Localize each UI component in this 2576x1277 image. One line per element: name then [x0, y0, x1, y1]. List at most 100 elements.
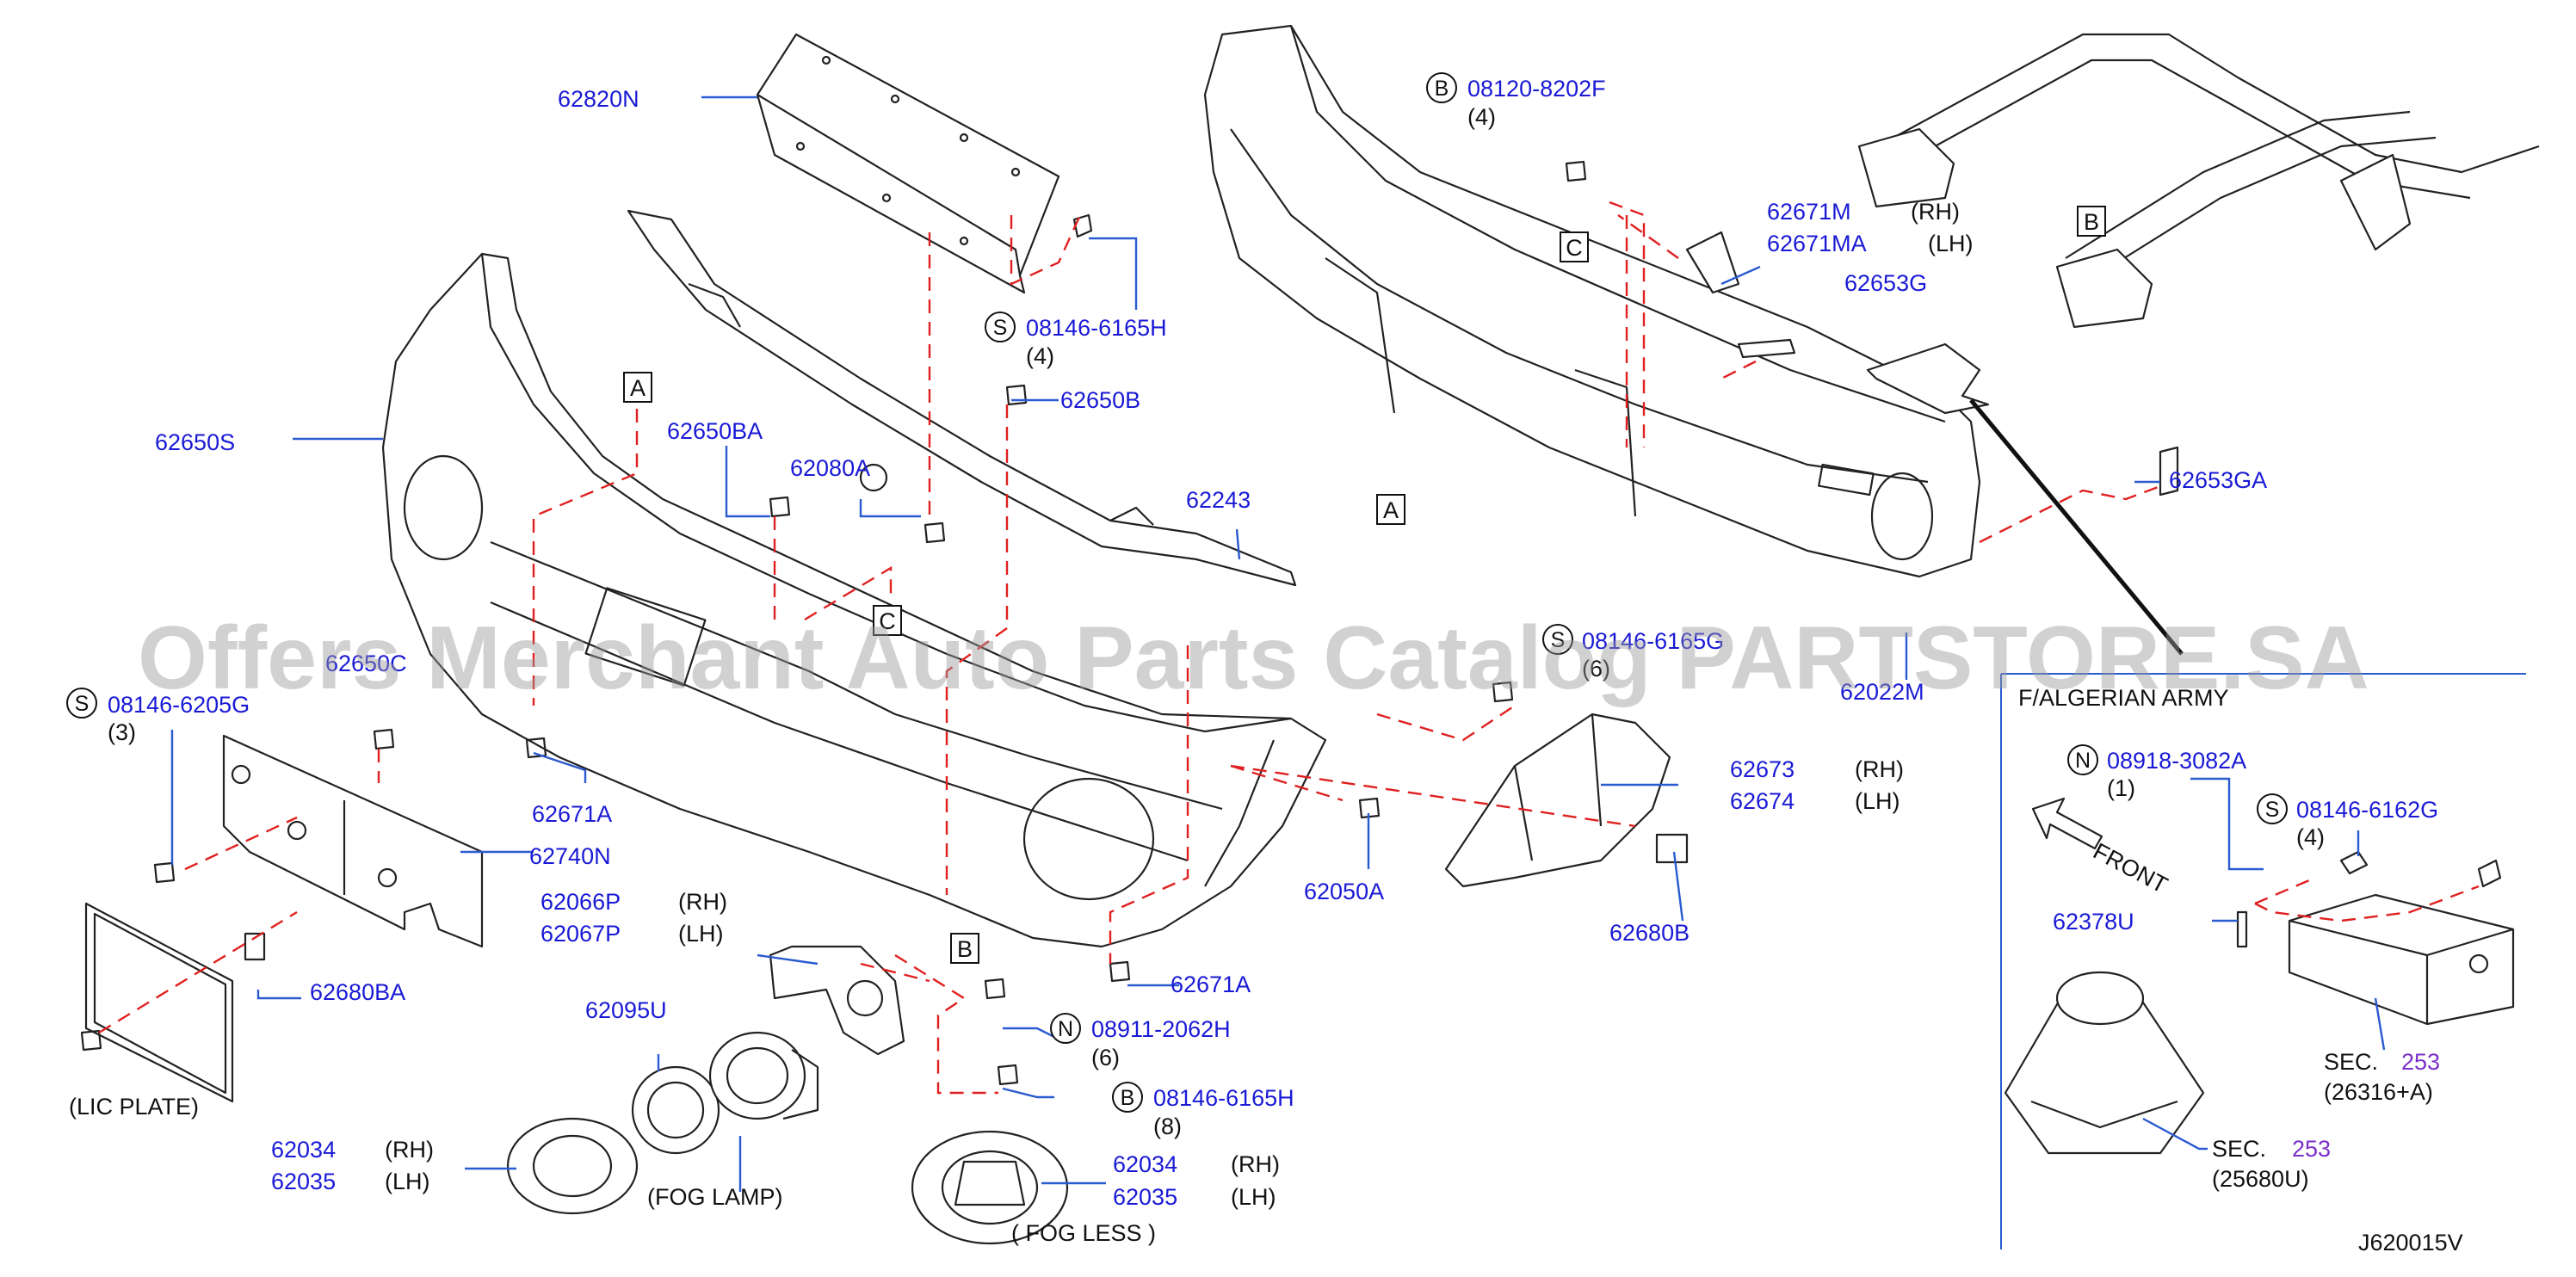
qty-08120-8202F: (4): [1467, 104, 1496, 130]
fog-less-caption: ( FOG LESS ): [1011, 1220, 1156, 1246]
chassis-frame: [1857, 33, 2540, 329]
lh-62035-a: (LH): [385, 1169, 430, 1194]
svg-text:A: A: [1383, 497, 1399, 523]
svg-text:B: B: [2084, 209, 2099, 235]
sec-2-prefix: SEC.: [2212, 1136, 2266, 1162]
qty-08146-6165H-a: (4): [1026, 343, 1054, 369]
rh-62673: (RH): [1855, 756, 1904, 782]
label-62066P: 62066P: [541, 889, 621, 915]
lh-62674: (LH): [1855, 788, 1900, 814]
sec-2-number: 253: [2292, 1136, 2331, 1162]
ref-box-b-2: B: [950, 933, 979, 964]
license-plate: [84, 902, 234, 1103]
label-62820N: 62820N: [558, 86, 639, 112]
label-62034-b: 62034: [1113, 1151, 1177, 1177]
label-62022M: 62022M: [1840, 679, 1924, 705]
ref-box-c-1: C: [1560, 231, 1589, 262]
label-62067P: 62067P: [541, 921, 621, 947]
seal-62653G: [1737, 338, 1796, 359]
ref-box-c-2: C: [873, 605, 902, 636]
seal-62653GA: [2159, 446, 2179, 497]
label-62034-a: 62034: [271, 1137, 336, 1163]
qty-08146-6162G: (4): [2296, 824, 2325, 850]
clip-62680B: [1655, 833, 1689, 864]
rh-62671M: (RH): [1911, 199, 1960, 225]
qty-08146-6165H-b: (8): [1153, 1114, 1182, 1139]
circle-s-6205g: S: [66, 688, 97, 719]
front-arrow-icon: [2031, 797, 2103, 850]
rh-62034-a: (RH): [385, 1137, 434, 1163]
inset-pointer-line: [1969, 398, 2184, 656]
fog-lamp-caption: (FOG LAMP): [647, 1184, 783, 1210]
label-62650BA: 62650BA: [667, 418, 763, 444]
svg-text:S: S: [75, 692, 90, 716]
label-62650S: 62650S: [155, 429, 235, 455]
label-08911-2062H: 08911-2062H: [1091, 1016, 1231, 1042]
circle-s-6165g: S: [1542, 624, 1573, 655]
circle-s-6162g: S: [2257, 793, 2288, 824]
lic-plate-caption: (LIC PLATE): [69, 1094, 199, 1120]
rh-62034-b: (RH): [1231, 1151, 1280, 1177]
svg-text:B: B: [1121, 1086, 1135, 1110]
svg-text:S: S: [993, 316, 1008, 340]
sec-1-ref: (26316+A): [2324, 1079, 2433, 1105]
label-62243: 62243: [1186, 487, 1251, 513]
bumper-armature: [1203, 24, 1981, 578]
circle-s-6165h: S: [985, 312, 1016, 342]
circle-n-2062h: N: [1050, 1013, 1081, 1044]
label-08120-8202F: 08120-8202F: [1467, 76, 1606, 102]
label-62653GA: 62653GA: [2169, 467, 2267, 493]
label-62680B: 62680B: [1609, 920, 1690, 946]
svg-text:N: N: [1058, 1017, 1073, 1041]
fog-lamp: [708, 1031, 819, 1120]
leader-lines: [170, 96, 2386, 1192]
part-labels: 62820N 08120-8202F (4) 62671M (RH) 62671…: [69, 76, 2463, 1255]
label-08918-3082A: 08918-3082A: [2107, 748, 2246, 774]
ref-box-b-1: B: [2077, 206, 2106, 237]
upper-cover-panel: [756, 33, 1060, 294]
label-62671MA: 62671MA: [1767, 231, 1867, 256]
label-62671M: 62671M: [1767, 199, 1851, 225]
label-62653G: 62653G: [1844, 270, 1927, 296]
fog-finisher-less: [911, 1130, 1069, 1245]
svg-text:C: C: [1566, 235, 1583, 261]
qty-08918-3082A: (1): [2107, 775, 2135, 801]
label-08146-6165G: 08146-6165G: [1582, 628, 1724, 654]
label-62674: 62674: [1730, 788, 1795, 814]
svg-text:C: C: [879, 608, 896, 634]
circle-b-8202f: B: [1426, 72, 1457, 103]
ref-box-a-2: A: [1376, 494, 1405, 525]
part-drawings: [80, 24, 2540, 1249]
sec-1-number: 253: [2401, 1049, 2440, 1075]
license-plate-bracket: [222, 734, 484, 948]
diagram-id: J620015V: [2358, 1230, 2463, 1255]
label-62080A: 62080A: [790, 455, 870, 481]
label-08146-6165H-b: 08146-6165H: [1153, 1085, 1294, 1111]
inset-bracket: [2288, 893, 2515, 1026]
label-62671A-a: 62671A: [532, 801, 612, 827]
label-62740N: 62740N: [529, 843, 611, 869]
label-08146-6165H-a: 08146-6165H: [1026, 315, 1167, 341]
lh-62035-b: (LH): [1231, 1184, 1276, 1210]
front-direction-label: FRONT: [2089, 838, 2171, 898]
label-62035-a: 62035: [271, 1169, 336, 1194]
label-62378U: 62378U: [2053, 909, 2134, 935]
label-62035-b: 62035: [1113, 1184, 1177, 1210]
svg-text:B: B: [957, 936, 973, 962]
bumper-fascia: [381, 252, 1327, 948]
fog-lamp-ring: [631, 1065, 720, 1155]
qty-08146-6205G: (3): [108, 719, 136, 745]
label-62650C: 62650C: [325, 651, 407, 676]
rh-62066P: (RH): [678, 889, 727, 915]
svg-text:A: A: [630, 375, 646, 401]
sec-2-ref: (25680U): [2212, 1166, 2309, 1192]
qty-08911-2062H: (6): [1091, 1045, 1120, 1070]
circle-n-3082a: N: [2067, 744, 2098, 775]
rubber-boot-62653: [1866, 342, 1990, 415]
svg-text:N: N: [2075, 749, 2091, 773]
label-62680BA: 62680BA: [310, 979, 405, 1005]
inset-boot: [2004, 971, 2205, 1155]
corner-bracket: [1444, 713, 1671, 888]
ref-box-a-1: A: [623, 372, 652, 403]
